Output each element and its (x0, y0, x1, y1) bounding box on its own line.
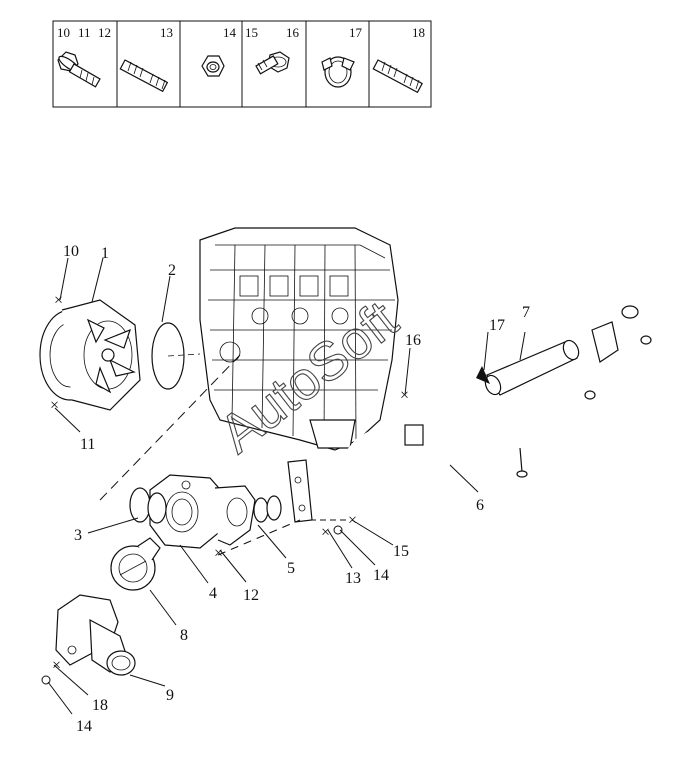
table-header-16: 16 (286, 25, 300, 40)
table-header-15: 15 (245, 25, 258, 40)
table-header-10: 10 (57, 25, 70, 40)
callout-1: 1 (101, 245, 109, 262)
hose-clamp-icon (321, 56, 355, 88)
table-header-17: 17 (349, 25, 363, 40)
table-header-18: 18 (412, 25, 425, 40)
water-pump (39, 299, 141, 411)
callout-labels: 1 2 3 4 5 6 7 8 9 10 11 12 13 14 14 15 1… (63, 243, 530, 735)
coolant-hose (484, 339, 580, 396)
callout-14: 14 (373, 567, 389, 584)
flange-bolt-icon (57, 51, 101, 88)
callout-7: 7 (522, 304, 530, 321)
engine-ribs (231, 244, 357, 445)
callout-5: 5 (287, 560, 295, 577)
table-header-13: 13 (160, 25, 173, 40)
callout-8: 8 (180, 627, 188, 644)
leader-lines (47, 257, 526, 715)
gasket-5 (266, 495, 282, 521)
table-header-11: 11 (78, 25, 91, 40)
table-header-12: 12 (98, 25, 111, 40)
svg-text:×: × (50, 397, 59, 414)
callout-3: 3 (74, 527, 82, 544)
callout-4: 4 (209, 585, 217, 602)
housing-o-ring (129, 487, 151, 523)
svg-text:×: × (348, 512, 357, 529)
callout-18: 18 (92, 697, 108, 714)
callout-17: 17 (489, 317, 505, 334)
callout-13: 13 (345, 570, 361, 587)
callout-11: 11 (80, 436, 95, 453)
nut-icon (201, 55, 225, 77)
leader-17 (483, 331, 489, 371)
callout-10: 10 (63, 243, 79, 260)
fastener-markers: × × × × × × × (41, 292, 409, 685)
stud-icon (372, 59, 423, 94)
svg-text:×: × (321, 524, 330, 541)
svg-text:×: × (54, 292, 63, 309)
callout-12: 12 (243, 587, 259, 604)
thermostat (110, 537, 161, 591)
callout-9: 9 (166, 687, 174, 704)
hex-bolt-icon (255, 51, 290, 75)
engine-block (199, 227, 399, 451)
arrow-17 (476, 366, 490, 384)
svg-text:×: × (214, 545, 223, 562)
callout-2: 2 (168, 262, 176, 279)
gasket-5 (253, 497, 269, 523)
pump-impeller (86, 318, 136, 394)
coolant-inlet-pipe (55, 594, 136, 676)
thermostat-housing (149, 474, 256, 549)
svg-text:×: × (400, 387, 409, 404)
stud-icon (119, 59, 169, 93)
callout-15: 15 (393, 543, 409, 560)
coolant-water-pipe (287, 305, 652, 524)
table-header-14: 14 (223, 25, 237, 40)
fastener-legend-table: 10 11 12 13 14 15 16 17 18 (52, 20, 432, 108)
svg-text:×: × (52, 657, 61, 674)
callout-16: 16 (405, 332, 421, 349)
callout-14: 14 (76, 718, 92, 735)
housing-o-ring (147, 492, 167, 524)
callout-6: 6 (476, 497, 484, 514)
